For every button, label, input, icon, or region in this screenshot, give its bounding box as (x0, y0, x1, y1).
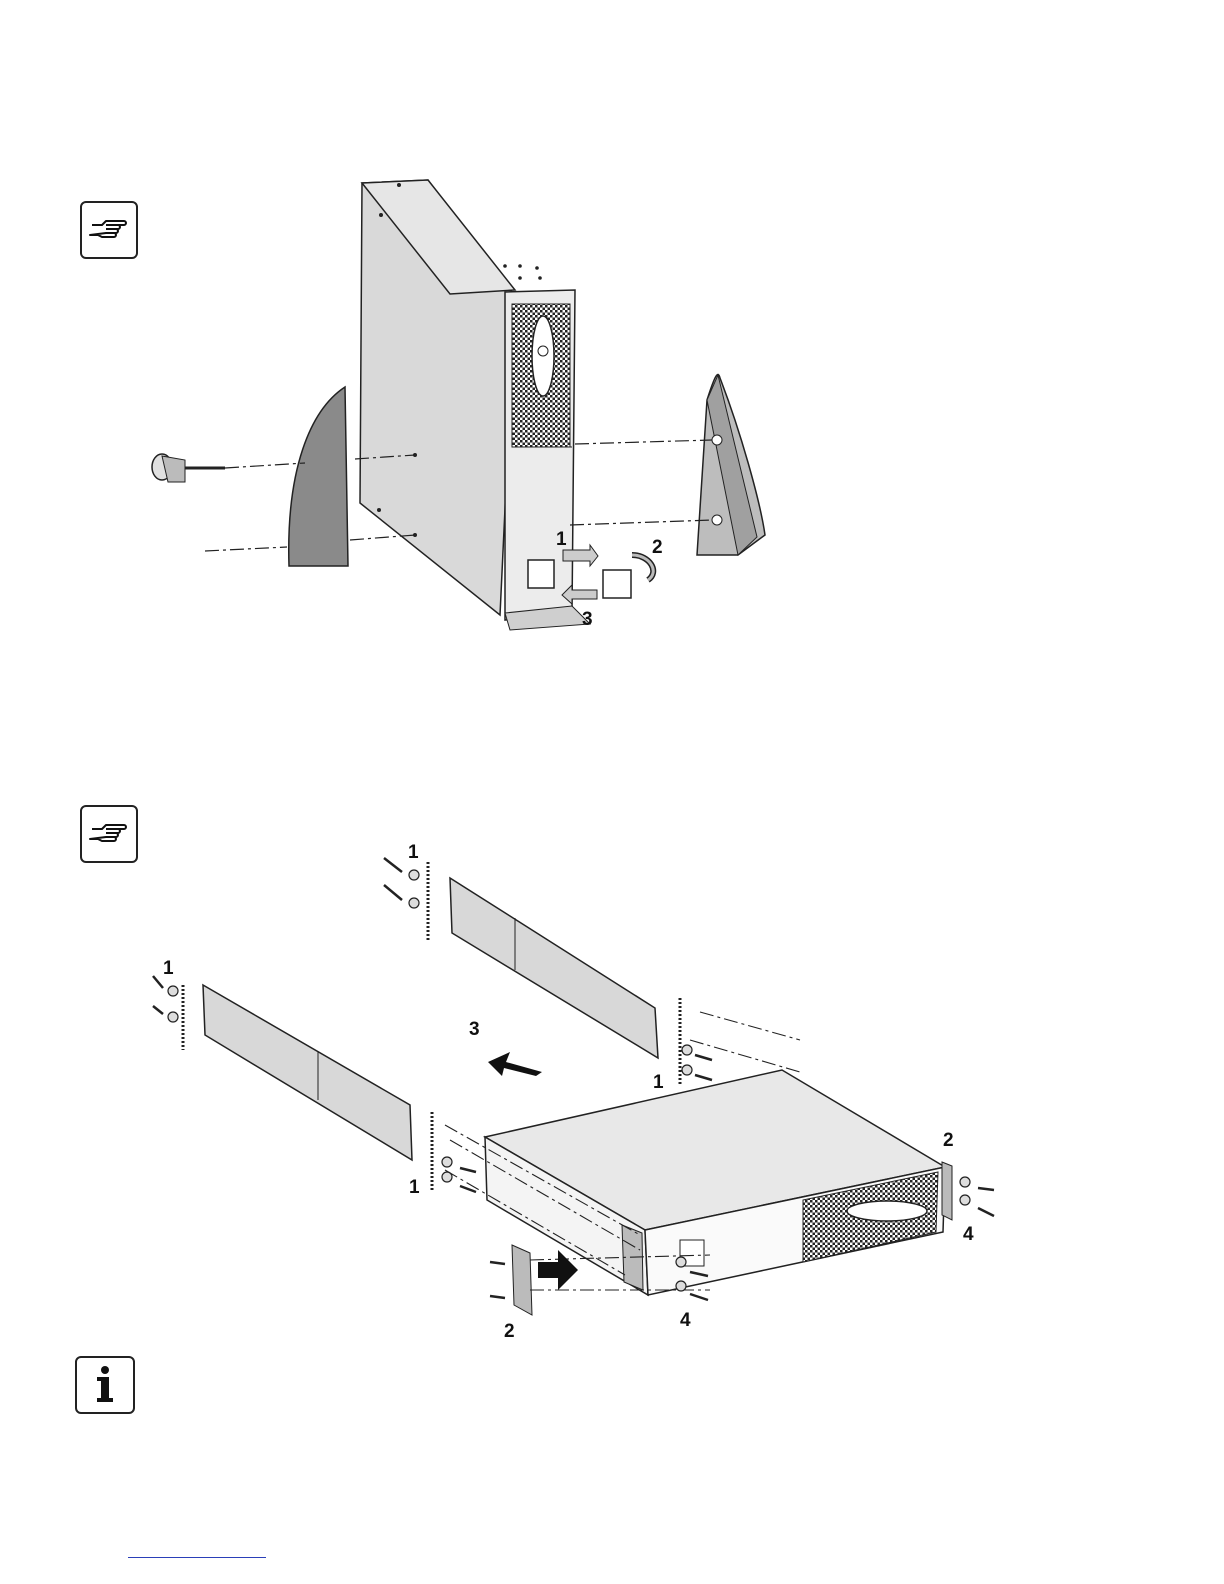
note-pointing-hand-icon-2 (80, 805, 138, 863)
label-front-rail-screws: 1 (409, 1177, 420, 1198)
tower-feet-installation-figure: 1 2 3 (0, 0, 1224, 700)
left-foot (289, 387, 348, 566)
ups-tower-unit (360, 180, 590, 630)
label-right-rail-screws: 1 (653, 1072, 664, 1093)
label-left-rail-screws: 1 (163, 958, 174, 979)
left-rail (183, 985, 432, 1190)
pointing-hand-icon (82, 807, 136, 861)
label-left-bracket-screws: 4 (680, 1310, 691, 1331)
info-icon (77, 1358, 133, 1412)
bracket-arrow (538, 1250, 578, 1290)
step-label-1: 1 (556, 529, 567, 550)
label-left-bracket: 2 (504, 1321, 515, 1342)
cover-removal-arrows (562, 545, 653, 604)
label-right-bracket-screws: 4 (963, 1224, 974, 1245)
ups-rack-unit (485, 1070, 945, 1295)
left-bracket (512, 1245, 532, 1315)
alignment-lines-2 (445, 1012, 800, 1290)
label-slide-direction: 3 (469, 1019, 480, 1040)
top-rail (428, 862, 680, 1085)
label-top-rail-screws: 1 (408, 842, 419, 863)
screw-shafts (153, 858, 994, 1300)
right-foot (697, 374, 765, 555)
screws (168, 870, 970, 1291)
info-icon-box (75, 1356, 135, 1414)
right-bracket (942, 1162, 952, 1220)
label-right-bracket: 2 (943, 1130, 954, 1151)
step-label-2: 2 (652, 537, 663, 558)
step-label-3: 3 (582, 609, 593, 630)
thumbscrew (152, 454, 225, 482)
slide-in-arrow (488, 1052, 542, 1076)
footer-rule (128, 1557, 266, 1558)
